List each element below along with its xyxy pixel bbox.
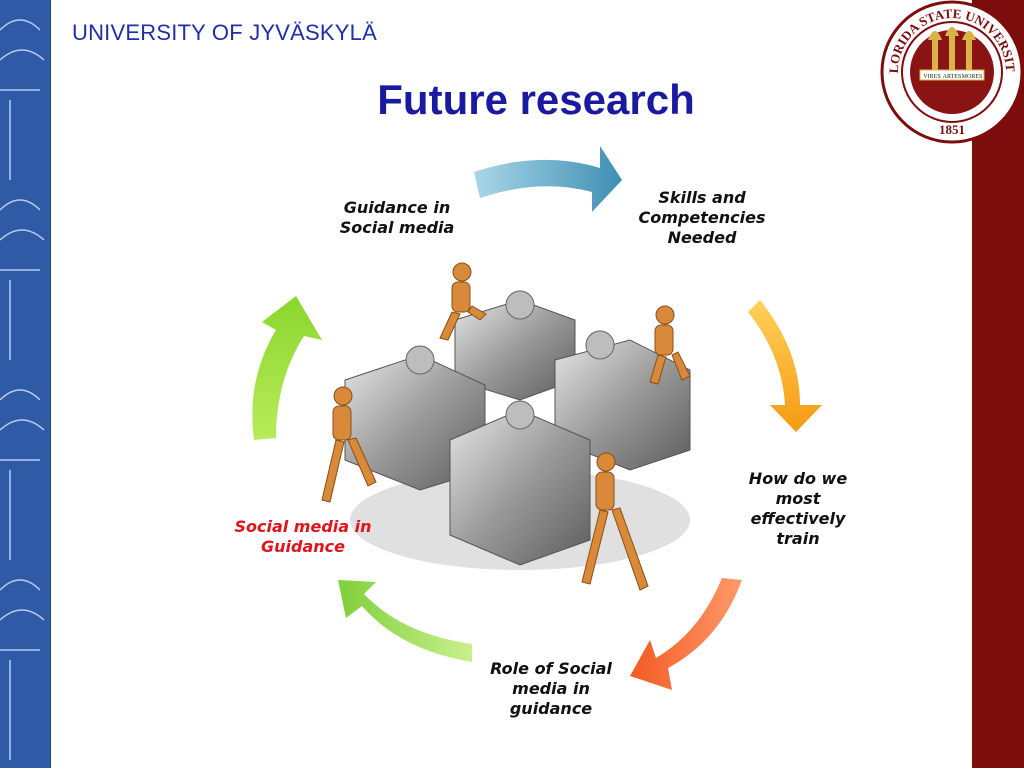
left-band-pattern xyxy=(0,19,45,760)
fsu-seal-logo: FLORIDA STATE UNIVERSITY 1851 VIRES ARTE… xyxy=(880,0,1024,144)
cycle-label-train: How do we most effectively train xyxy=(748,469,848,548)
seal-banner-2: ARTES xyxy=(943,74,962,80)
seal-year: 1851 xyxy=(939,122,965,137)
left-decorative-band xyxy=(0,0,50,768)
cycle-label-social-media-in-guidance: Social media in Guidance xyxy=(234,517,372,556)
seal-banner-1: VIRES xyxy=(923,74,940,80)
cycle-label-role: Role of Social media in guidance xyxy=(490,659,612,718)
slide-title: Future research xyxy=(377,76,695,123)
cycle-label-guidance-in-social-media: Guidance in Social media xyxy=(339,198,455,237)
cycle-label-skills: Skills and Competencies Needed xyxy=(638,188,766,247)
seal-banner-3: MORES xyxy=(962,74,983,80)
university-name: UNIVERSITY OF JYVÄSKYLÄ xyxy=(72,20,377,45)
